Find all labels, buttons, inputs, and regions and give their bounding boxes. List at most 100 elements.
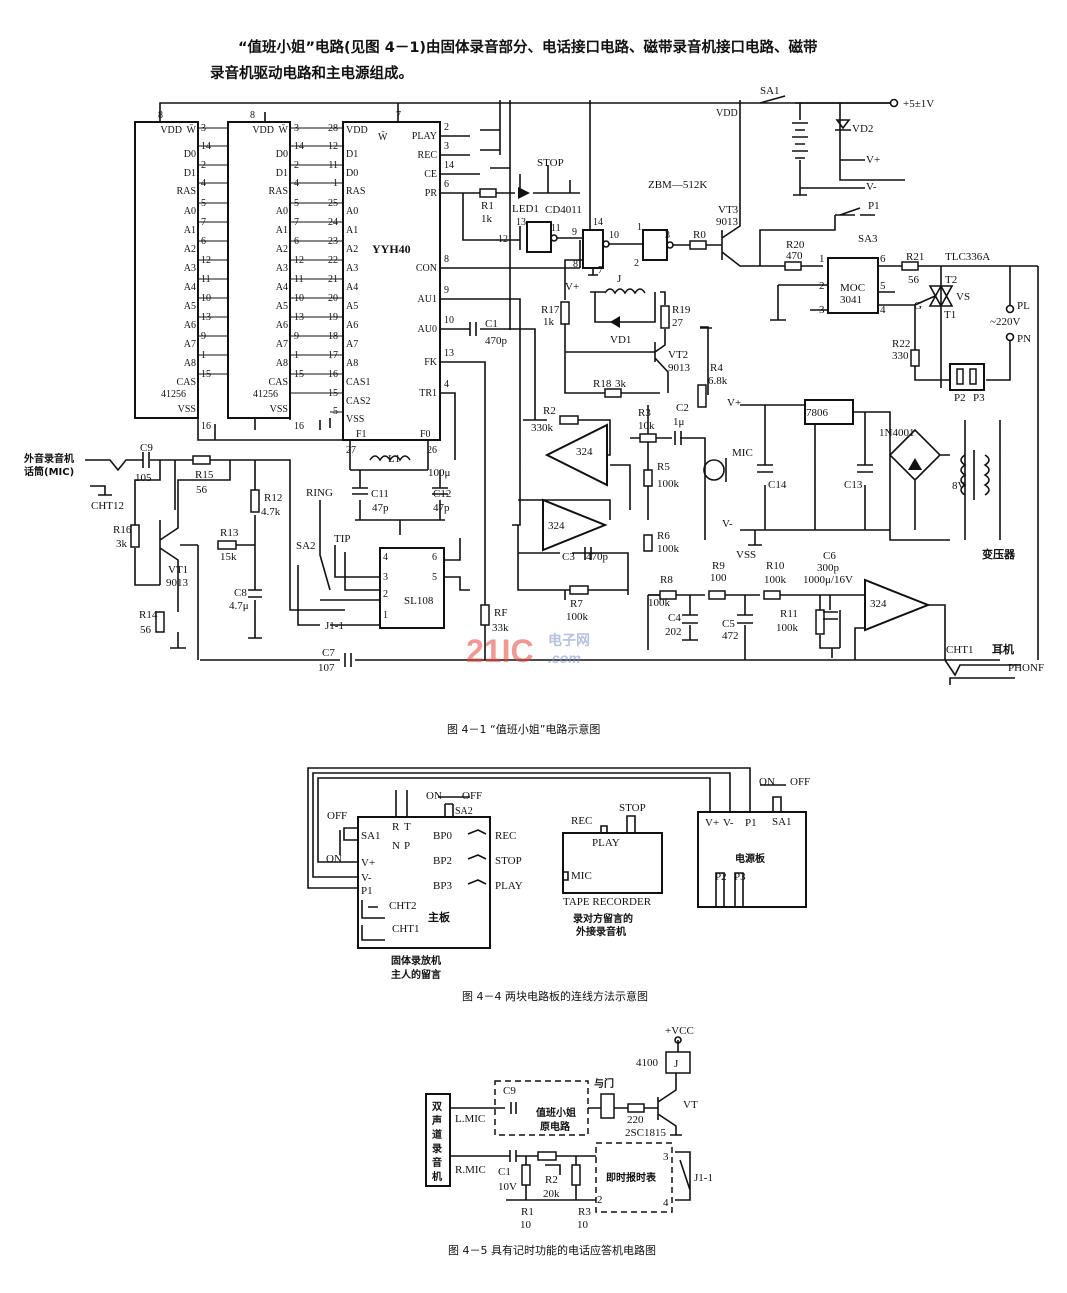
microphone-icon xyxy=(703,459,725,481)
resistor-r12 xyxy=(250,489,260,513)
pin-label: 9 xyxy=(572,227,577,238)
label-c1: C1 xyxy=(485,318,498,330)
chip-pin-label: CON xyxy=(416,263,437,274)
ic-sl108 xyxy=(379,547,445,629)
label-off: OFF xyxy=(462,790,482,802)
chip-pin-label: A1 xyxy=(184,225,196,236)
chip-pin-label: CAS2 xyxy=(346,396,370,407)
label-c5: C5 xyxy=(722,618,735,630)
socket-pin xyxy=(956,368,964,385)
capacitors-c9-c8 xyxy=(142,452,262,598)
label-tape-recorder: TAPE RECORDER xyxy=(563,896,652,908)
chip-pin-label: A6 xyxy=(346,320,358,331)
label-sa3[interactable]: SA3 xyxy=(858,233,878,245)
label-vplus: V+ xyxy=(727,397,741,409)
label-original-circuit: 值班小姐 xyxy=(536,1106,576,1119)
label-mic: MIC xyxy=(732,447,753,459)
label-r11-value: 100k xyxy=(776,622,799,634)
label-r18: R18 xyxy=(593,378,612,390)
label-sa2[interactable]: SA2 xyxy=(296,540,316,552)
label-stop[interactable]: STOP xyxy=(619,802,646,814)
resistor-r17 xyxy=(560,301,570,325)
label-power-board: 电源板 xyxy=(735,852,766,865)
label-t: T xyxy=(404,821,411,833)
chip-pin-label: 9 xyxy=(444,285,449,296)
resistor-r7 xyxy=(569,585,589,595)
supply-wires xyxy=(759,95,905,216)
chip-pin-label: 41256 xyxy=(161,389,186,400)
pin-label: 1 xyxy=(819,253,825,265)
label-c9-value: 105 xyxy=(135,472,152,484)
chip-pin-label: 13 xyxy=(444,348,454,359)
label-r0: R0 xyxy=(693,229,706,241)
capacitors-c11-c12 xyxy=(352,487,448,495)
label-220: 220 xyxy=(627,1114,644,1126)
figure-4-4: ON OFF SA2 R N T P OFF ON SA1 V+ V- P1 C… xyxy=(307,767,810,1003)
label-play[interactable]: PLAY xyxy=(592,837,620,849)
pin-label: 4 xyxy=(663,1197,669,1209)
chip-pin-label: W̄ xyxy=(187,124,197,136)
label-rec[interactable]: REC xyxy=(571,815,592,827)
label-r16-value: 3k xyxy=(116,538,128,550)
label-1n4001: 1N4001 xyxy=(879,427,914,439)
label-cht1: CHT1 xyxy=(392,923,420,935)
label-vd2: VD2 xyxy=(852,123,873,135)
label-sa1[interactable]: SA1 xyxy=(772,816,792,828)
chip-pin-label: A1 xyxy=(346,225,358,236)
bridge-diode-icon xyxy=(908,458,922,470)
pin-label: 14 xyxy=(593,217,603,228)
label-on: ON xyxy=(426,790,442,802)
label-c11-value: 47p xyxy=(372,502,389,514)
label-stop: STOP xyxy=(495,855,522,867)
opamp-324-b xyxy=(542,498,608,552)
resistor-r9 xyxy=(708,590,726,600)
label-stop[interactable]: STOP xyxy=(537,157,564,169)
label-r14: R14 xyxy=(139,609,158,621)
chip-pin-label: RAS xyxy=(346,186,365,197)
label-vdd: VDD xyxy=(716,108,738,119)
chip-pin-label: A6 xyxy=(184,320,196,331)
watermark-21ic: 21IC 电子网 .com xyxy=(466,632,590,669)
stereo-recorder xyxy=(425,1093,451,1187)
resistor-r3 xyxy=(639,433,657,443)
figure-caption-4-4: 图 4－4 两块电路板的连线方法示意图 xyxy=(462,989,648,1003)
terminal-pn xyxy=(1005,332,1015,342)
label-c8: C8 xyxy=(234,587,247,599)
chip-pin-label: PR xyxy=(425,188,438,199)
label-pl: PL xyxy=(1017,300,1030,312)
chip-pin-label: A2 xyxy=(346,244,358,255)
label-vt3: VT3 xyxy=(718,204,739,216)
label-vplus: V+ xyxy=(565,281,579,293)
label-transformer: 变压器 xyxy=(982,547,1016,561)
regulator-7806 xyxy=(804,399,854,425)
resistor-r16 xyxy=(130,524,140,548)
label-original-circuit-2: 原电路 xyxy=(540,1120,571,1133)
pin-label: 12 xyxy=(498,234,508,245)
chip-pin-label: AU0 xyxy=(418,324,437,335)
chip-pin-label: W̄ xyxy=(378,131,388,143)
label-r9: R9 xyxy=(712,560,725,572)
label-sa1[interactable]: SA1 xyxy=(760,85,780,97)
label-r13-value: 15k xyxy=(220,551,237,563)
label-r9-value: 100 xyxy=(710,572,727,584)
label-vminus: V- xyxy=(722,518,733,530)
label-c2-value: 1μ xyxy=(673,416,685,428)
recorder-label-char: 机 xyxy=(432,1170,442,1183)
label-c1: C1 xyxy=(498,1166,511,1178)
label-p2: P2 xyxy=(715,871,727,883)
board-details xyxy=(339,784,786,941)
power-supply-wires xyxy=(740,404,1001,546)
label-r5: R5 xyxy=(657,461,670,473)
label-r19: R19 xyxy=(672,304,691,316)
label-sa1[interactable]: SA1 xyxy=(361,830,381,842)
resistor-r22 xyxy=(910,349,920,367)
label-r4: R4 xyxy=(710,362,723,374)
label-c7-value: 107 xyxy=(318,662,335,674)
label-sa2[interactable]: SA2 xyxy=(455,806,473,817)
pin-label: 3 xyxy=(663,1151,669,1163)
chip-pin-label: A0 xyxy=(276,206,288,217)
label-p3: P3 xyxy=(973,392,985,404)
watermark-domain: .com xyxy=(548,650,581,666)
